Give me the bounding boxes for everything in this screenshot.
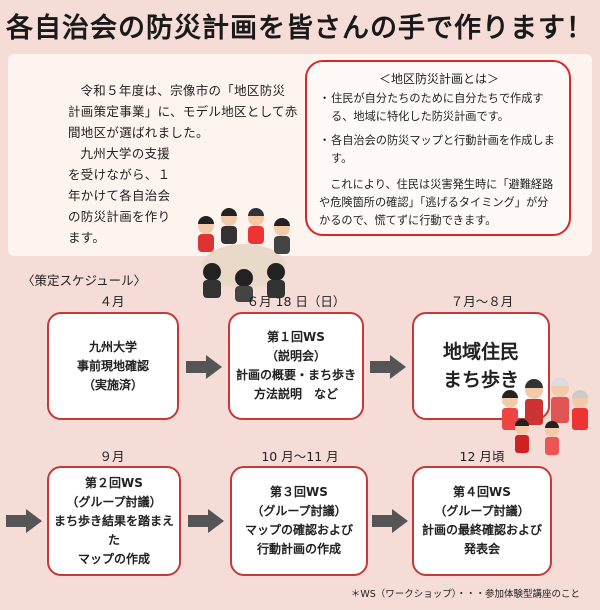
definition-summary: これにより、住民は災害発生時に「避難経路や危険箇所の確認」「逃げるタイミング」が… xyxy=(319,178,554,227)
page-title: 各自治会の防災計画を皆さんの手で作ります！ xyxy=(6,13,594,44)
intro-text: 令和５年度は、宗像市の「地区防災計画策定事業」に、モデル地区として赤間地区が選ば… xyxy=(68,80,298,248)
residents-group-illustration xyxy=(502,377,588,455)
intro-paragraph-1: 令和５年度は、宗像市の「地区防災計画策定事業」に、モデル地区として赤間地区が選ば… xyxy=(68,83,298,140)
footnote: ＊WS（ワークショップ）・・・参加体験型講座のこと xyxy=(350,589,580,600)
step-6-box: 第４回WS （グループ討議） 計画の最終確認および 発表会 xyxy=(412,466,552,576)
step-2-month: ６月 18 日（日） xyxy=(246,294,346,309)
meeting-people-illustration xyxy=(198,208,290,302)
arrow-right-icon xyxy=(370,355,406,379)
step-6-month: 12 月頃 xyxy=(459,449,505,464)
intro-paragraph-2: 九州大学の支援を受けながら、１年かけて各自治会の防災計画を作ります。 xyxy=(68,146,171,245)
schedule-label: 〈策定スケジュール〉 xyxy=(22,273,147,288)
arrow-right-icon xyxy=(372,509,408,533)
definition-heading: ＜地区防災計画とは＞ xyxy=(378,72,499,86)
step-3-month: ７月～８月 xyxy=(450,294,514,309)
bullet-icon: ・ xyxy=(319,92,331,105)
definition-item-2: ・各自治会の防災マップと行動計画を作成します。 xyxy=(319,134,555,165)
step-2-box: 第１回WS （説明会） 計画の概要・まち歩き 方法説明 など xyxy=(228,312,364,420)
arrow-right-icon xyxy=(188,509,224,533)
definition-item-1: ・住民が自分たちのために自分たちで作成する、地域に特化した防災計画です。 xyxy=(319,92,544,123)
step-5-month: 10 月～11 月 xyxy=(261,449,339,464)
bullet-icon: ・ xyxy=(319,134,331,147)
step-4-box: 第２回WS （グループ討議） まち歩き結果を踏まえた マップの作成 xyxy=(47,466,181,576)
step-4-month: ９月 xyxy=(99,449,125,464)
arrow-right-icon xyxy=(186,355,222,379)
step-1-box: 九州大学 事前現地確認 （実施済） xyxy=(47,312,179,420)
step-5-box: 第３回WS （グループ討議） マップの確認および 行動計画の作成 xyxy=(230,466,368,576)
step-1-month: ４月 xyxy=(99,294,125,309)
arrow-right-icon xyxy=(6,509,42,533)
definition-box: ＜地区防災計画とは＞ ・住民が自分たちのために自分たちで作成する、地域に特化した… xyxy=(305,60,571,236)
